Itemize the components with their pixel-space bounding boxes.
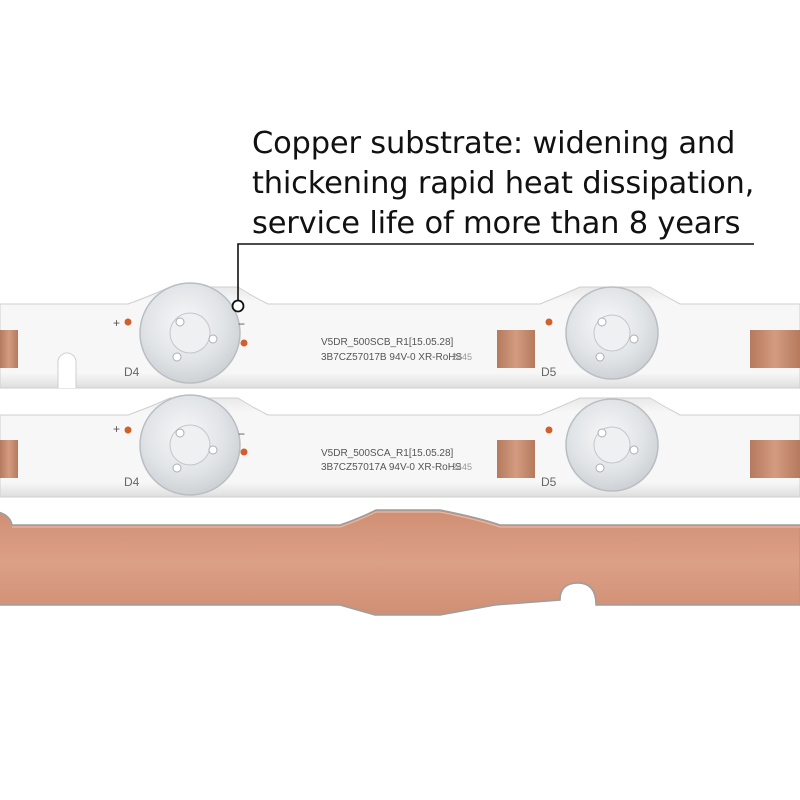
callout-line-2: thickening rapid heat dissipation, [252,166,755,201]
lens-peg [595,463,605,473]
lens-peg [597,317,607,327]
solder-dot [240,339,248,347]
solder-dot [545,318,553,326]
copper-pad [0,330,18,368]
lens-peg [208,445,218,455]
lens-peg [175,428,185,438]
date-code: 2445 [452,462,472,472]
lens-peg [629,334,639,344]
solder-dot [124,318,132,326]
lens-peg [175,317,185,327]
lens-peg [595,352,605,362]
part-number-line-1: V5DR_500SCA_R1[15.05.28] [321,448,454,459]
lens-peg [597,428,607,438]
lens-peg [172,463,182,473]
lens-peg [208,334,218,344]
copper-substrate [0,509,800,616]
copper-substrate-board [0,509,800,616]
callout-leader-line [237,243,754,306]
lens-peg [172,352,182,362]
led-lens-center [169,312,211,354]
callout-line-1: Copper substrate: widening and [252,126,736,161]
copper-pad [497,330,535,368]
mounting-notch [57,352,77,388]
solder-dot [240,448,248,456]
callout-anchor-dot [231,299,245,313]
callout-line-3: service life of more than 8 years [252,206,741,241]
part-number-line-2: 3B7CZ57017A 94V-0 XR-RoHS [321,462,462,473]
plus-mark: + [113,316,120,330]
led-label-d4: D4 [124,365,140,379]
led-strip-top: + − D4 D5 V5DR_500SCB_R1[15.05.28] 3B7CZ… [0,282,800,389]
led-label-d5: D5 [541,365,557,379]
plus-mark: + [113,422,120,436]
copper-pad [750,440,800,478]
lens-peg [629,445,639,455]
minus-mark: − [238,427,245,441]
date-code: 2445 [452,352,472,362]
solder-dot [124,426,132,434]
copper-pad [0,440,18,478]
copper-pad [750,330,800,368]
led-strip-middle: + − D4 D5 V5DR_500SCA_R1[15.05.28] 3B7CZ… [0,394,800,498]
copper-pad [497,440,535,478]
callout-text: Copper substrate: widening and thickenin… [252,124,792,244]
led-label-d4: D4 [124,475,140,489]
solder-dot [545,426,553,434]
minus-mark: − [238,317,245,331]
copper-edge-highlight [12,511,800,528]
part-number-line-2: 3B7CZ57017B 94V-0 XR-RoHS [321,352,463,363]
led-label-d5: D5 [541,475,557,489]
part-number-line-1: V5DR_500SCB_R1[15.05.28] [321,337,454,348]
